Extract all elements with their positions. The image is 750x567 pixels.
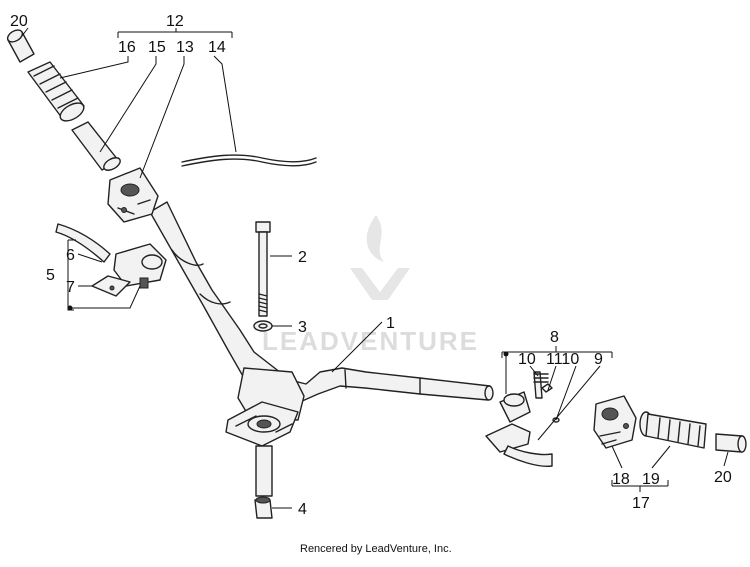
callout-11-10: 1110: [546, 351, 579, 368]
callout-12: 12: [166, 13, 184, 30]
callout-4: 4: [298, 501, 307, 518]
right-bar-end-weight: [715, 433, 747, 453]
right-grip: [639, 411, 707, 449]
left-brake-lever-assembly: [55, 223, 167, 297]
left-grip: [27, 61, 85, 122]
callout-20-right: 20: [714, 469, 732, 486]
washer-part-3: [253, 320, 273, 332]
callout-15: 15: [148, 39, 166, 56]
footer-credit: Rencered by LeadVenture, Inc.: [300, 543, 452, 555]
callout-18: 18: [612, 471, 630, 488]
throttle-cable: [181, 154, 317, 167]
callout-2: 2: [298, 249, 307, 266]
leadventure-watermark: LEADVENTURE: [262, 215, 479, 356]
bolt-part-2: [255, 221, 271, 317]
right-brake-lever-assembly: [485, 371, 560, 468]
left-switch-housing: [107, 167, 159, 223]
callout-17: 17: [632, 495, 650, 512]
callout-8: 8: [550, 329, 559, 346]
callout-13: 13: [176, 39, 194, 56]
left-bar-end-weight: [6, 29, 35, 63]
callout-3: 3: [298, 319, 307, 336]
callout-labels: 20 12 16 15 13 14 6 5 7 2 3 1 4 8 10 111…: [10, 13, 732, 518]
steering-column: [254, 445, 273, 519]
callout-9: 9: [594, 351, 603, 368]
watermark-text: LEADVENTURE: [262, 326, 479, 356]
callout-14: 14: [208, 39, 226, 56]
handlebar-tube: [149, 201, 494, 405]
callout-20-left: 20: [10, 13, 28, 30]
right-switch-housing: [593, 395, 637, 449]
callout-7: 7: [66, 279, 75, 296]
handlebar-clamp-assembly: [225, 367, 305, 447]
callout-1: 1: [386, 315, 395, 332]
leader-lines: [21, 27, 729, 509]
callout-5: 5: [46, 267, 55, 284]
callout-16: 16: [118, 39, 136, 56]
callout-10: 10: [518, 351, 536, 368]
throttle-tube: [71, 121, 121, 171]
callout-19: 19: [642, 471, 660, 488]
callout-6: 6: [66, 247, 75, 264]
